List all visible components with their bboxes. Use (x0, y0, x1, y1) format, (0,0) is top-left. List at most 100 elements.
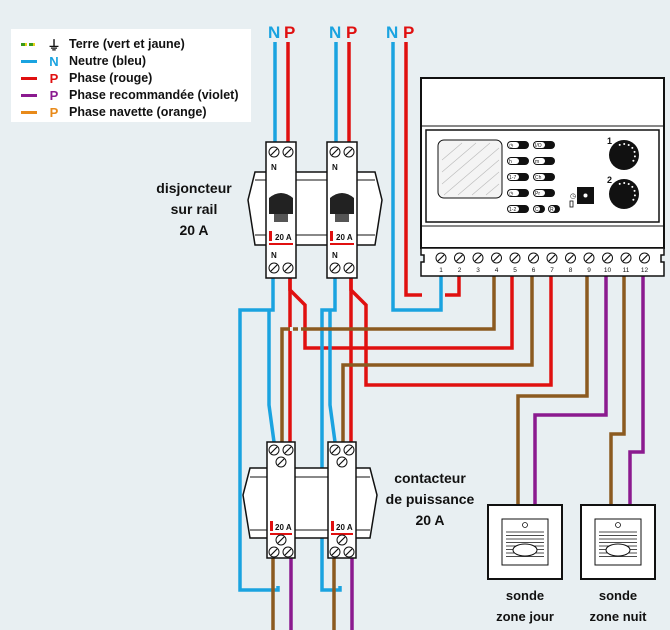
programmer-button[interactable]: h (507, 157, 529, 165)
legend-item-phase: P Phase (rouge) (11, 70, 152, 86)
wire-sensor-day-violet (533, 276, 608, 505)
breaker-label-line-1: disjoncteur (156, 180, 232, 196)
terminal-number: 3 (476, 267, 480, 274)
screw-slot (277, 458, 285, 466)
screw-slot (270, 446, 278, 454)
button-face (534, 190, 545, 196)
screw-slot (331, 148, 339, 156)
sensor-label-line-2: zone nuit (589, 609, 647, 624)
sensor-label-line-2: zone jour (496, 609, 554, 624)
terminal-number: 8 (569, 267, 573, 274)
legend-label: Phase (rouge) (69, 71, 153, 85)
wire-feed3-phase-b (445, 276, 461, 297)
programmer-terminal-1: 1 (435, 252, 447, 274)
screw-slot (641, 254, 648, 262)
legend-line-neutral (21, 59, 37, 63)
programmer-terminal-3: 3 (472, 252, 484, 274)
screw-slot (270, 548, 278, 556)
terminal-number: 4 (495, 267, 499, 274)
breaker-toggle-base (335, 214, 349, 222)
screw-slot (585, 254, 593, 262)
contactor-indicator (270, 521, 273, 531)
sensor-frame (487, 504, 563, 580)
din-rail-lower (242, 467, 378, 539)
breaker-toggle[interactable] (330, 193, 354, 214)
button-label: R (550, 207, 554, 213)
sensor-day: sonde zone jour (487, 504, 563, 624)
screw-slot (604, 254, 611, 262)
button-label: h (509, 159, 512, 165)
screw-slot (331, 548, 339, 556)
button-label: ◷ (509, 191, 514, 197)
legend-item-neutral: N Neutre (bleu) (11, 53, 146, 69)
wire-control-t4 (280, 276, 496, 442)
sensor-lens (605, 543, 631, 557)
breaker-neutral-label: N (271, 163, 277, 172)
brand-strip (331, 533, 353, 535)
dial-tick (631, 185, 634, 188)
button-label: C (535, 207, 539, 213)
wire-feed3-phase-a (404, 42, 422, 297)
screw-slot (284, 446, 292, 454)
screw-slot (345, 548, 353, 556)
programmer-button[interactable]: Pr (533, 189, 555, 197)
wire-b2-neutral-to-contactor (328, 310, 337, 443)
screw-slot (456, 254, 463, 262)
feed-3-phase-label: P (403, 23, 414, 42)
programmer-button[interactable]: ◷ (507, 189, 529, 197)
screw-slot (493, 254, 500, 262)
dial-1-label: 1 (607, 136, 612, 146)
breaker-rating: 20 A (336, 233, 353, 242)
screw-slot (284, 548, 292, 556)
programmer-button[interactable]: R (548, 205, 560, 213)
programmer-button[interactable]: m (533, 157, 555, 165)
feed-labels: N P N P N P (268, 23, 414, 42)
reset-dot (583, 193, 588, 198)
screw-slot (622, 254, 630, 262)
breaker-label-line-3: 20 A (179, 222, 208, 238)
contactor-2: 20 A (327, 441, 357, 559)
dial-tick (633, 189, 636, 192)
dial-tick (632, 159, 635, 162)
screw-slot (345, 446, 353, 454)
wires (238, 42, 645, 630)
button-face (508, 158, 519, 164)
screw-slot (270, 148, 278, 156)
programmer-button[interactable]: I/O (533, 141, 555, 149)
dial-tick (618, 143, 621, 146)
wire-sensor-night-brown (609, 276, 626, 505)
terminal-number: 6 (532, 267, 536, 274)
breaker-2: N20 AN (326, 141, 358, 279)
sensor-label-line-1: sonde (506, 588, 544, 603)
breaker-toggle[interactable] (269, 193, 293, 214)
button-label: ◷ (509, 143, 514, 149)
legend-letter: P (49, 70, 59, 86)
programmer-terminal-12: 12 (639, 252, 650, 274)
programmer-terminal-8: 8 (565, 252, 576, 274)
screw-slot (474, 254, 482, 262)
programmer-terminal-7: 7 (546, 252, 558, 274)
screw-slot (338, 458, 346, 466)
terminal-number: 7 (550, 267, 554, 274)
legend-item-earth: ⏚ Terre (vert et jaune) (11, 36, 185, 53)
legend-line-violet (21, 93, 37, 97)
contactor-rating: 20 A (275, 523, 292, 532)
screw-slot (567, 254, 574, 262)
contactor-label-line-3: 20 A (415, 512, 444, 528)
programmer-button[interactable]: ◷ (507, 141, 529, 149)
legend-line-earth (21, 42, 37, 46)
button-face (508, 174, 519, 180)
programmer-button[interactable]: Ch (533, 173, 555, 181)
programmer-terminal-10: 10 (602, 252, 613, 274)
programmer-button[interactable]: 1-2 (507, 205, 529, 213)
programmer-button[interactable]: 1-7 (507, 173, 529, 181)
brand-strip (269, 243, 293, 245)
feed-1-phase-label: P (284, 23, 295, 42)
programmer-terminal-11: 11 (620, 252, 632, 274)
legend-letter: P (49, 87, 59, 103)
button-label: 1-7 (509, 175, 516, 181)
programmer-button[interactable]: C (533, 205, 545, 213)
display-hatching (441, 142, 500, 196)
